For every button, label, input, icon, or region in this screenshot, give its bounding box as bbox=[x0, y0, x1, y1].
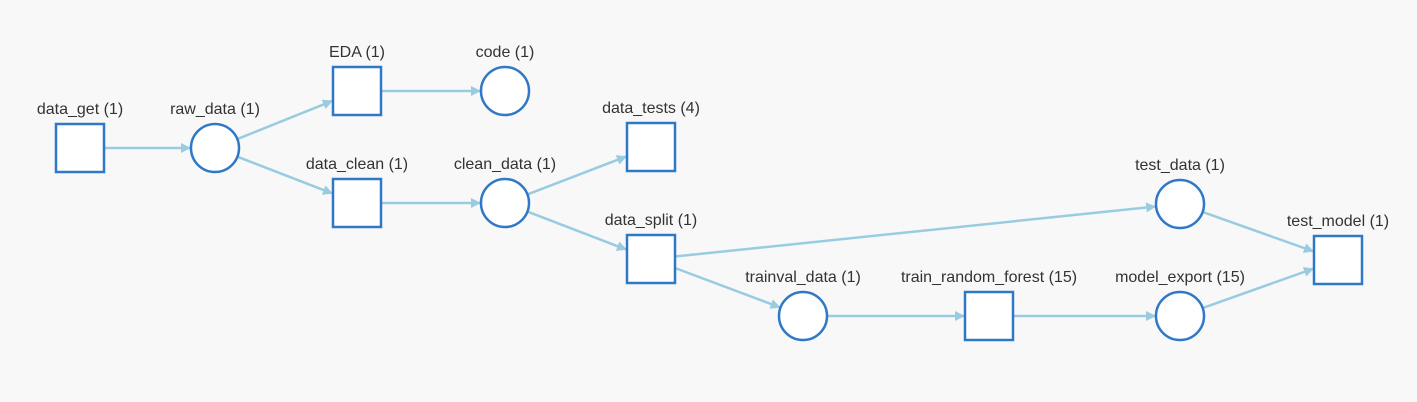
node-label-EDA: EDA (1) bbox=[329, 44, 385, 61]
node-label-data_split: data_split (1) bbox=[605, 212, 698, 229]
node-model_export[interactable]: model_export (15) bbox=[1115, 269, 1245, 342]
node-label-clean_data: clean_data (1) bbox=[454, 156, 556, 173]
node-label-data_tests: data_tests (4) bbox=[602, 100, 700, 117]
edges-layer bbox=[105, 86, 1314, 321]
node-trainval_data[interactable]: trainval_data (1) bbox=[745, 269, 861, 342]
node-label-test_data: test_data (1) bbox=[1135, 157, 1225, 174]
node-label-model_export: model_export (15) bbox=[1115, 269, 1245, 286]
edge-data_split-to-trainval_data bbox=[675, 267, 781, 309]
square-node-icon[interactable] bbox=[54, 122, 106, 174]
circle-node-icon[interactable] bbox=[1154, 178, 1206, 230]
edge-model_export-to-test_model bbox=[1203, 267, 1314, 309]
node-label-test_model: test_model (1) bbox=[1287, 213, 1389, 230]
edge-data_split-to-test_data bbox=[675, 202, 1157, 258]
node-raw_data[interactable]: raw_data (1) bbox=[170, 101, 260, 174]
nodes-layer: data_get (1) raw_data (1) EDA (1) code (1) d… bbox=[37, 44, 1389, 342]
square-node-icon[interactable] bbox=[625, 121, 677, 173]
node-label-code: code (1) bbox=[476, 44, 535, 61]
node-data_tests[interactable]: data_tests (4) bbox=[602, 100, 700, 173]
edge-clean_data-to-data_split bbox=[527, 210, 627, 251]
node-data_get[interactable]: data_get (1) bbox=[37, 101, 123, 174]
square-node-icon[interactable] bbox=[1312, 234, 1364, 286]
node-data_split[interactable]: data_split (1) bbox=[605, 212, 698, 285]
node-label-data_clean: data_clean (1) bbox=[306, 156, 408, 173]
edge-raw_data-to-data_clean bbox=[237, 155, 333, 195]
circle-node-icon[interactable] bbox=[189, 122, 241, 174]
node-clean_data[interactable]: clean_data (1) bbox=[454, 156, 556, 229]
node-label-data_get: data_get (1) bbox=[37, 101, 123, 118]
circle-node-icon[interactable] bbox=[479, 177, 531, 229]
node-test_data[interactable]: test_data (1) bbox=[1135, 157, 1225, 230]
edge-clean_data-to-data_tests bbox=[527, 155, 627, 196]
node-data_clean[interactable]: data_clean (1) bbox=[306, 156, 408, 229]
edge-raw_data-to-EDA bbox=[237, 99, 333, 140]
square-node-icon[interactable] bbox=[963, 290, 1015, 342]
node-label-raw_data: raw_data (1) bbox=[170, 101, 260, 118]
node-train_random_forest[interactable]: train_random_forest (15) bbox=[901, 269, 1077, 342]
square-node-icon[interactable] bbox=[331, 177, 383, 229]
filled-circle-node-icon[interactable] bbox=[479, 65, 531, 117]
edge-test_data-to-test_model bbox=[1203, 211, 1314, 253]
node-label-train_random_forest: train_random_forest (15) bbox=[901, 269, 1077, 286]
square-node-icon[interactable] bbox=[625, 233, 677, 285]
circle-node-icon[interactable] bbox=[1154, 290, 1206, 342]
node-code[interactable]: code (1) bbox=[476, 44, 535, 117]
circle-node-icon[interactable] bbox=[777, 290, 829, 342]
square-node-icon[interactable] bbox=[331, 65, 383, 117]
node-EDA[interactable]: EDA (1) bbox=[329, 44, 385, 117]
node-test_model[interactable]: test_model (1) bbox=[1287, 213, 1389, 286]
node-label-trainval_data: trainval_data (1) bbox=[745, 269, 861, 286]
